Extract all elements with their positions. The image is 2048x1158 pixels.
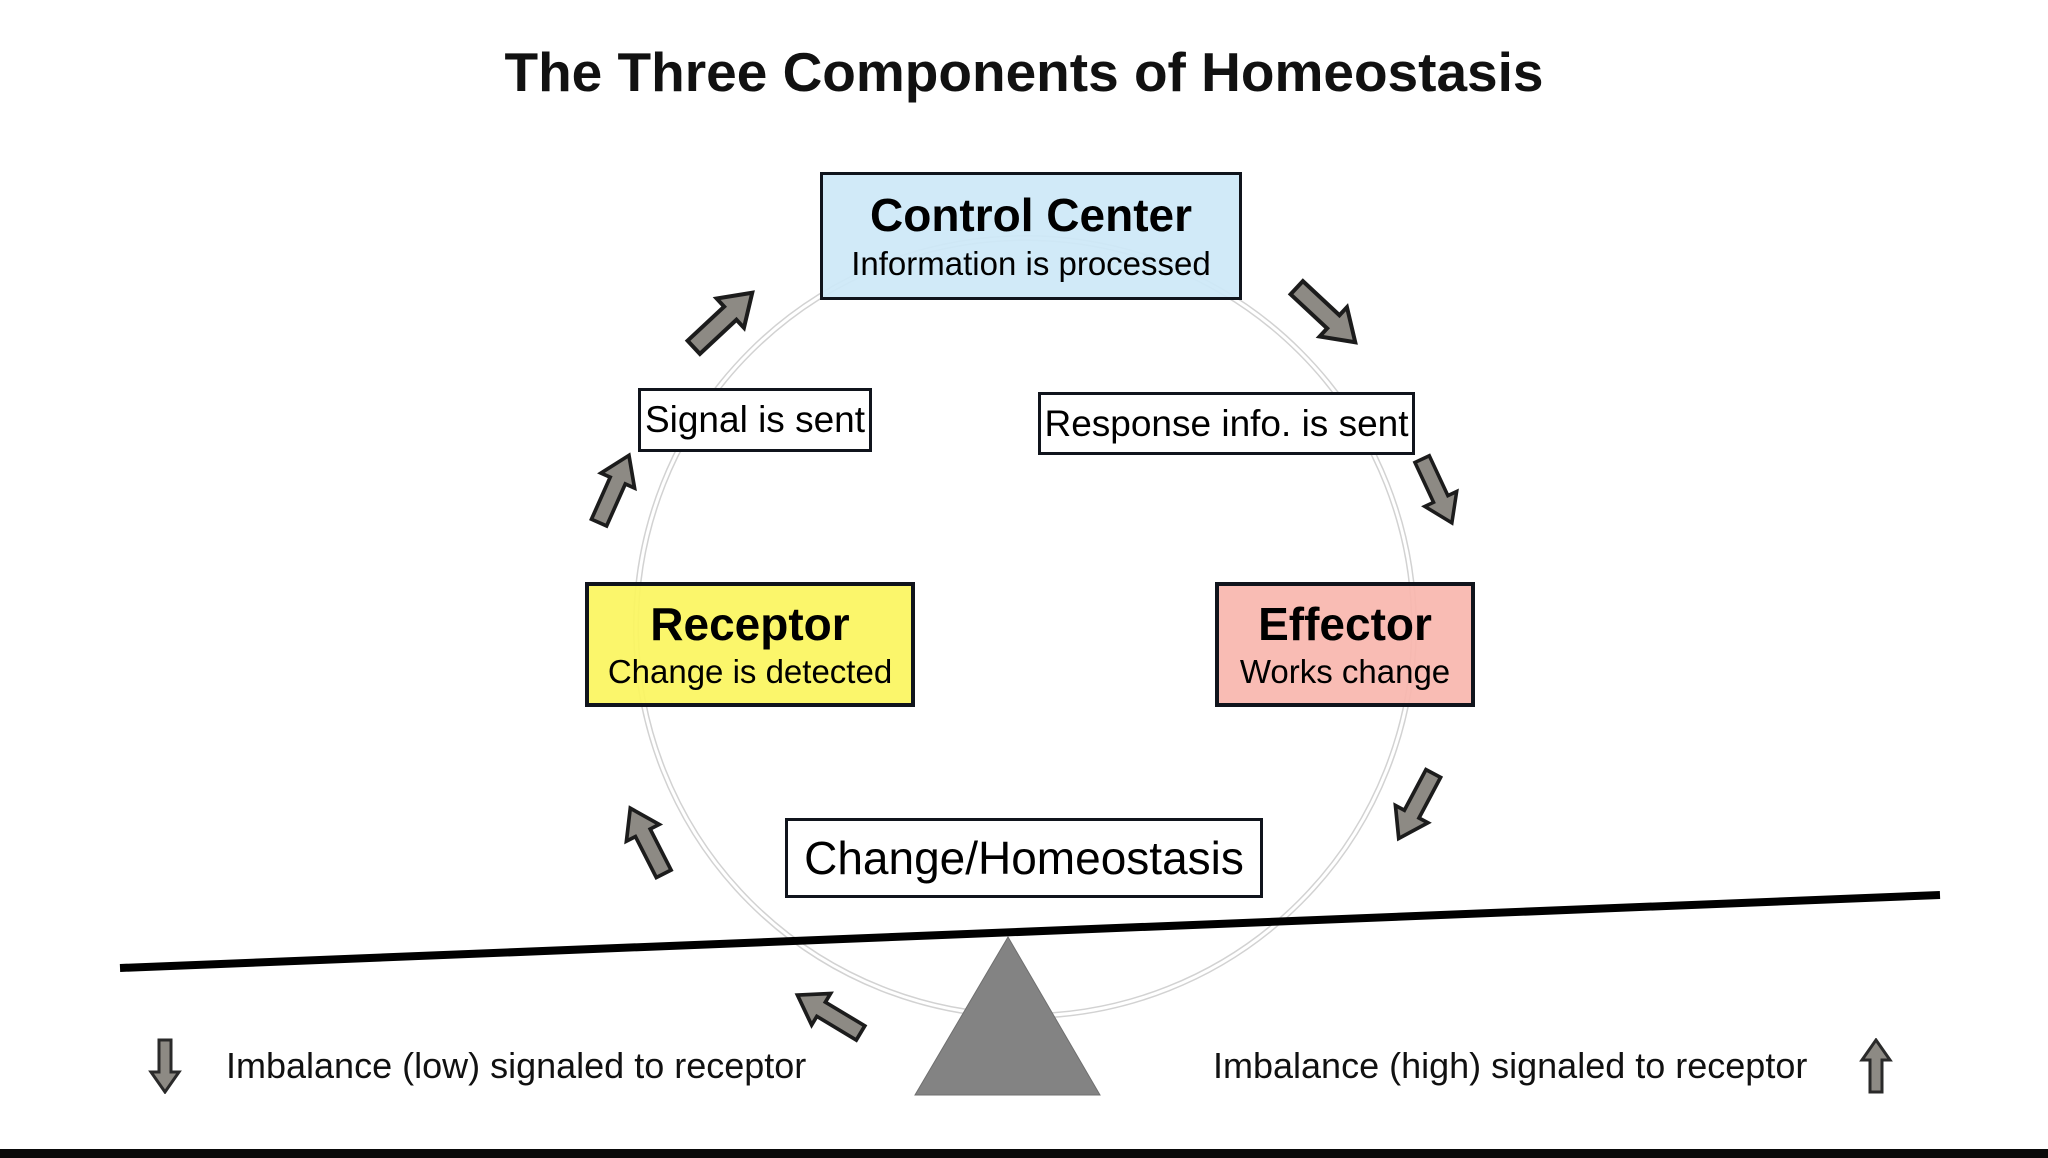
up-arrow-icon bbox=[1859, 1038, 1894, 1094]
balance-beam-line bbox=[119, 891, 1941, 972]
cycle-arrow-left-icon bbox=[589, 452, 637, 529]
effector-subtitle: Works change bbox=[1239, 653, 1451, 690]
receptor-subtitle: Change is detected bbox=[607, 653, 893, 690]
change-homeostasis-label: Change/Homeostasis bbox=[804, 832, 1244, 884]
down-arrow-icon bbox=[148, 1038, 182, 1094]
fulcrum-triangle bbox=[914, 936, 1101, 1096]
cycle-arrow-right-icon bbox=[1412, 453, 1459, 526]
legend-imbalance-high-label: Imbalance (high) signaled to receptor bbox=[1213, 1045, 1808, 1086]
control-center-subtitle: Information is processed bbox=[851, 244, 1211, 282]
legend-imbalance-low: Imbalance (low) signaled to receptor bbox=[148, 1038, 806, 1094]
legend-imbalance-high: Imbalance (high) signaled to receptor bbox=[1213, 1038, 1894, 1094]
cycle-arrow-lower-right-icon bbox=[1393, 767, 1444, 842]
effector-title: Effector bbox=[1258, 597, 1432, 650]
signal-box: Signal is sent bbox=[638, 388, 872, 452]
cycle-arrow-bottom-icon bbox=[794, 991, 868, 1043]
legend-imbalance-low-label: Imbalance (low) signaled to receptor bbox=[226, 1045, 807, 1086]
response-label: Response info. is sent bbox=[1044, 402, 1409, 444]
control-center-box: Control Center Information is processed bbox=[820, 172, 1242, 300]
cycle-arrow-up-right-icon bbox=[1287, 278, 1358, 345]
response-box: Response info. is sent bbox=[1038, 392, 1415, 455]
receptor-box: Receptor Change is detected bbox=[585, 582, 915, 707]
page-title: The Three Components of Homeostasis bbox=[504, 41, 1544, 103]
cycle-arrow-lower-left-icon bbox=[624, 805, 674, 881]
cycle-arrow-up-left-icon bbox=[684, 290, 755, 357]
control-center-title: Control Center bbox=[870, 189, 1192, 242]
receptor-title: Receptor bbox=[650, 597, 850, 650]
bottom-edge-bar bbox=[0, 1149, 2048, 1158]
change-homeostasis-box: Change/Homeostasis bbox=[785, 818, 1263, 898]
signal-label: Signal is sent bbox=[644, 399, 866, 440]
effector-box: Effector Works change bbox=[1215, 582, 1475, 707]
